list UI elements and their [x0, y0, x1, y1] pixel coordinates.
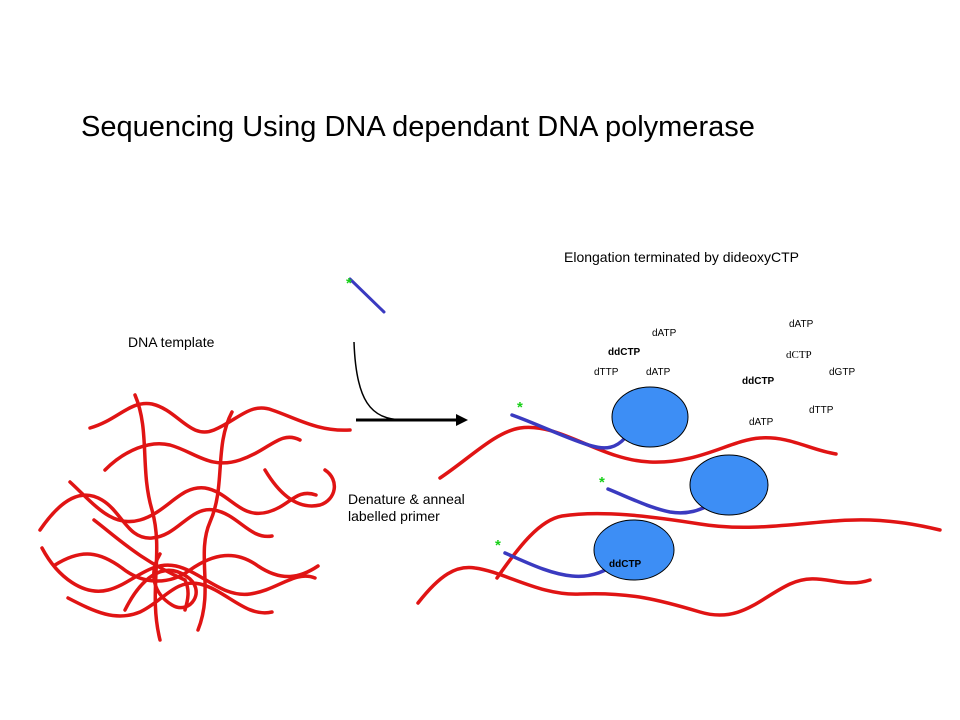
nucleotide-datp: dATP [646, 367, 671, 378]
elongation-label: Elongation terminated by dideoxyCTP [564, 249, 800, 265]
primer-marker-1: * [517, 399, 523, 416]
nucleotide-datp: dATP [652, 328, 677, 339]
nucleotide-dttp: dTTP [809, 405, 834, 416]
nucleotide-dttp: dTTP [594, 367, 619, 378]
polymerase-1 [611, 386, 689, 448]
polymerase-3 [593, 519, 675, 581]
nucleotide-dctp: dCTP [786, 349, 812, 361]
template-strand-2 [495, 511, 942, 580]
primer-label-marker: * [346, 275, 352, 292]
free-primer [348, 277, 386, 314]
slide-title: Sequencing Using DNA dependant DNA polym… [81, 111, 755, 143]
primer-2 [606, 487, 714, 515]
polymerase-3-label: ddCTP [609, 559, 642, 570]
dna-template-label: DNA template [128, 334, 215, 350]
nucleotide-dgtp: dGTP [829, 367, 855, 378]
anneal-curve [353, 341, 405, 421]
primer-marker-2: * [599, 474, 605, 491]
nucleotide-ddctp: ddCTP [742, 376, 775, 387]
primer-1 [510, 413, 627, 450]
nucleotide-datp: dATP [749, 417, 774, 428]
dna-template-tangle [38, 393, 352, 642]
primer-marker-3: * [495, 537, 501, 554]
template-strand-1 [438, 425, 838, 480]
nucleotide-ddctp: ddCTP [608, 347, 641, 358]
template-strand-3 [416, 565, 872, 617]
nucleotide-datp: dATP [789, 319, 814, 330]
denature-label: Denature & anneal labelled primer [348, 491, 465, 524]
polymerase-2 [689, 454, 769, 516]
arrowhead [456, 414, 468, 426]
